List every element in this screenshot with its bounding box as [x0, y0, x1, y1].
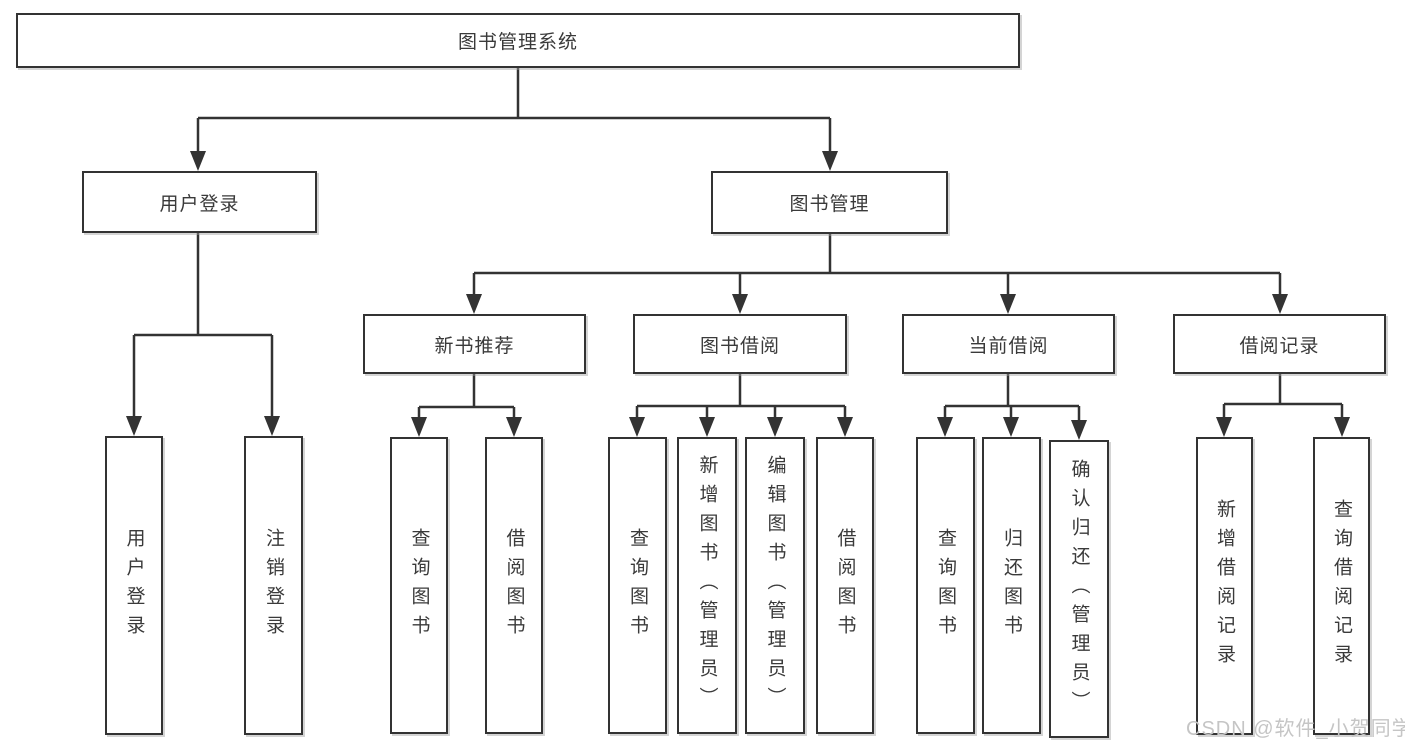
leaf-edit-books-admin: 编辑图书（管理员）	[745, 437, 805, 734]
leaf-borrow-books: 借阅图书	[816, 437, 874, 734]
node-borrowing-records: 借阅记录	[1173, 314, 1386, 374]
node-book-borrowing: 图书借阅	[633, 314, 847, 374]
node-library-system: 图书管理系统	[16, 13, 1020, 68]
leaf-label: 查询图书	[408, 527, 430, 644]
csdn-watermark: CSDN @软件_小贺同学	[1186, 718, 1405, 740]
leaf-label: 借阅图书	[834, 527, 856, 644]
leaf-user-login: 用户登录	[105, 436, 163, 735]
leaf-add-books-admin: 新增图书（管理员）	[677, 437, 737, 734]
leaf-borrow-books-recommend: 借阅图书	[485, 437, 543, 734]
leaf-add-borrow-record: 新增借阅记录	[1196, 437, 1253, 735]
leaf-label: 注销登录	[263, 527, 284, 644]
leaf-label: 查询借阅记录	[1331, 499, 1352, 673]
leaf-label: 编辑图书（管理员）	[764, 455, 786, 716]
leaf-label: 新增借阅记录	[1214, 499, 1235, 673]
leaf-query-borrow-record: 查询借阅记录	[1313, 437, 1370, 735]
node-current-borrowing: 当前借阅	[902, 314, 1115, 374]
leaf-label: 查询图书	[935, 527, 956, 644]
leaf-label: 确认归还（管理员）	[1068, 458, 1090, 720]
node-user-login: 用户登录	[82, 171, 317, 233]
leaf-label: 借阅图书	[503, 527, 525, 644]
leaf-label: 用户登录	[123, 527, 145, 644]
leaf-label: 新增图书（管理员）	[696, 455, 718, 716]
leaf-return-books: 归还图书	[982, 437, 1041, 734]
leaf-query-books-current: 查询图书	[916, 437, 975, 734]
node-book-management: 图书管理	[711, 171, 948, 234]
leaf-logout: 注销登录	[244, 436, 303, 735]
arrowheads	[126, 151, 1350, 440]
leaf-label: 查询图书	[627, 527, 648, 644]
leaf-query-books-recommend: 查询图书	[390, 437, 448, 734]
leaf-query-books-borrow: 查询图书	[608, 437, 667, 734]
leaf-confirm-return-admin: 确认归还（管理员）	[1049, 440, 1109, 738]
leaf-label: 归还图书	[1001, 527, 1022, 644]
node-new-book-recommendation: 新书推荐	[363, 314, 586, 374]
